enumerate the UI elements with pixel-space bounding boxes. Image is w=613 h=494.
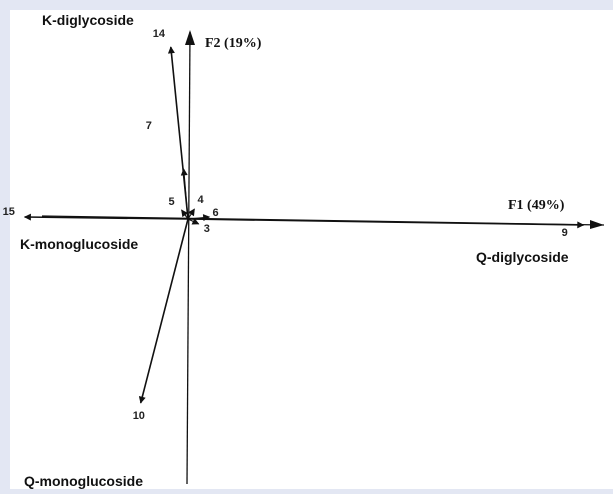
f2-axis-line: [186, 31, 191, 485]
vector-label-5: 5: [169, 196, 175, 208]
vector-15: [23, 213, 189, 221]
f1-axis-arrowhead: [590, 220, 604, 229]
vector-9: [187, 218, 585, 229]
variable-numbers-layer: 9 14 15 10 7 5 463: [3, 28, 568, 422]
vector-10: [138, 218, 189, 404]
f2-axis-title: F2 (19%): [205, 36, 262, 51]
plot-background: [10, 10, 613, 489]
vector-label-7: 7: [146, 120, 152, 132]
vector-label-10: 10: [133, 410, 145, 422]
vector-label-14: 14: [153, 28, 166, 40]
vector-5: [181, 209, 189, 220]
vectors-layer: [23, 46, 585, 404]
vector-label-3: 3: [204, 223, 210, 235]
f2-axis-arrowhead: [185, 30, 195, 45]
f1-axis-title: F1 (49%): [508, 198, 565, 213]
vector-label-9: 9: [562, 227, 568, 239]
vector-label-6: 6: [213, 207, 219, 219]
vector-4: [187, 208, 195, 220]
q-monoglucoside-label: Q-monoglucoside: [24, 473, 143, 489]
group-labels-layer: K-diglycoside K-monoglucoside Q-diglycos…: [20, 12, 569, 489]
vector-label-15: 15: [3, 206, 15, 218]
vector-label-4: 4: [197, 194, 204, 206]
q-diglycoside-label: Q-diglycoside: [476, 249, 569, 265]
k-diglycoside-label: K-diglycoside: [42, 12, 134, 28]
k-monoglucoside-label: K-monoglucoside: [20, 236, 138, 252]
vector-3: [187, 218, 200, 225]
